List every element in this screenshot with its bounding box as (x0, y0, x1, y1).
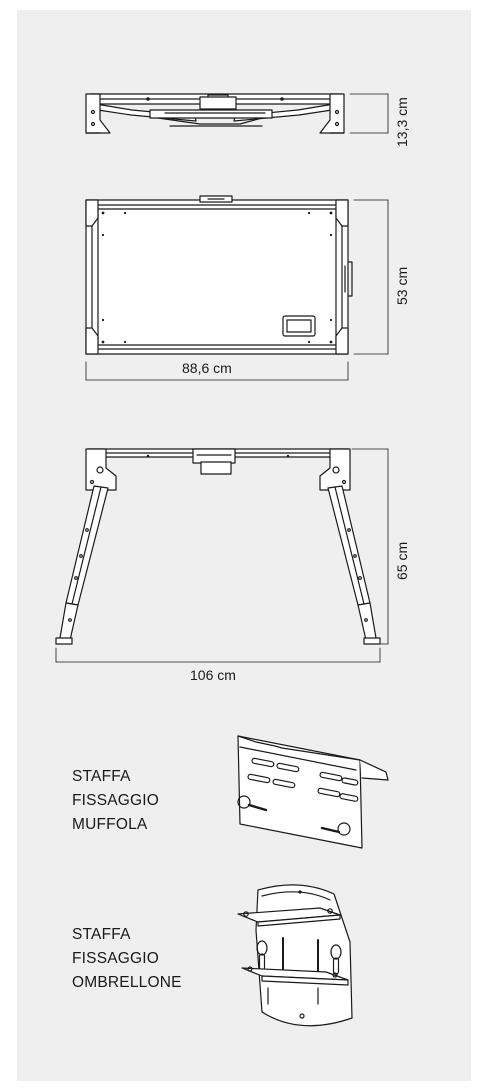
label-staffa-muffola: STAFFA FISSAGGIO MUFFOLA (72, 765, 159, 837)
dim-width-open: 106 cm (190, 667, 236, 683)
dim-height-open: 65 cm (394, 541, 410, 580)
dim-width-top: 88,6 cm (182, 360, 232, 376)
label-line: STAFFA (72, 926, 131, 943)
label-line: FISSAGGIO (72, 792, 160, 809)
top-view (85, 195, 389, 381)
label-staffa-ombrellone: STAFFA FISSAGGIO OMBRELLONE (72, 923, 182, 995)
dim-depth: 53 cm (394, 266, 410, 305)
staffa-muffola-drawing (237, 735, 389, 849)
folded-side-view (85, 93, 389, 134)
dim-height-folded: 13,3 cm (394, 97, 410, 147)
open-front-view (55, 448, 389, 663)
label-line: MUFFOLA (72, 816, 148, 833)
staffa-ombrellone-drawing (237, 884, 353, 1027)
label-line: FISSAGGIO (72, 950, 160, 967)
label-line: STAFFA (72, 768, 131, 785)
label-line: OMBRELLONE (72, 974, 182, 991)
